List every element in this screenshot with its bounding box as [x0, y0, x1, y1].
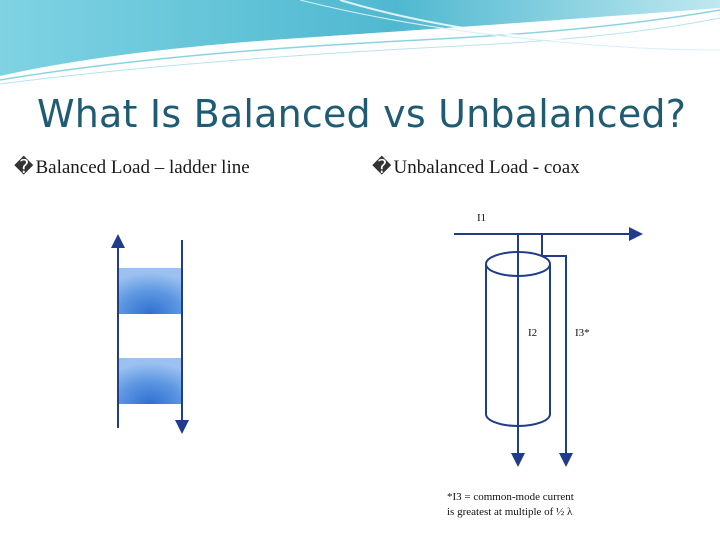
page-title: What Is Balanced vs Unbalanced? [37, 92, 687, 136]
balanced-load-block-lower [118, 358, 182, 404]
ladder-line-diagram [111, 234, 189, 434]
footnote-line-1: *I3 = common-mode current [447, 491, 574, 503]
header-wave-banner [0, 0, 720, 85]
balanced-load-block-upper [118, 268, 182, 314]
coax-diagram [454, 227, 643, 467]
bullet-icon: � [14, 157, 34, 178]
bullet-unbalanced-text: Unbalanced Load - coax [393, 157, 580, 178]
footnote: *I3 = common-mode current is greatest at… [447, 490, 574, 520]
bullet-icon: � [372, 157, 392, 178]
footnote-line-2: is greatest at multiple of ½ λ [447, 506, 573, 518]
bullet-balanced-text: Balanced Load – ladder line [35, 157, 250, 178]
label-i3: I3* [575, 327, 590, 339]
label-i2: I2 [528, 327, 538, 339]
bullet-unbalanced-load: �Unbalanced Load - coax [372, 156, 580, 179]
label-i1: I1 [477, 212, 487, 224]
current-i3-wire [541, 234, 573, 467]
bullet-balanced-load: �Balanced Load – ladder line [14, 156, 250, 179]
